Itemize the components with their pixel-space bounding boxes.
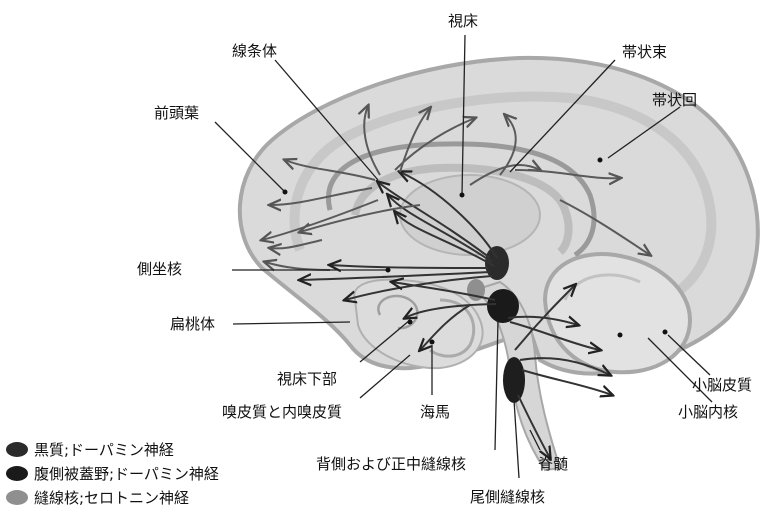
label-hippocampus: 海馬 [420, 403, 450, 421]
legend-swatch-black [6, 466, 28, 481]
label-spinal-cord: 脊髄 [538, 455, 568, 473]
legend-item-raphe: 縫線核;セロトニン神経 [6, 487, 189, 507]
label-amygdala: 扁桃体 [170, 315, 215, 333]
label-dorsal-median-raphe: 背側および正中縫線核 [316, 455, 466, 473]
legend-swatch-dark [6, 442, 28, 457]
legend-label: 縫線核;セロトニン神経 [34, 487, 189, 508]
label-striatum: 線条体 [232, 42, 277, 60]
caudal-raphe-nucleus [503, 357, 525, 403]
label-olfactory-entorhinal: 嗅皮質と内嗅皮質 [222, 403, 342, 421]
label-caudal-raphe: 尾側縫線核 [470, 488, 545, 506]
label-thalamus: 視床 [448, 12, 478, 30]
label-cingulum: 帯状束 [622, 43, 667, 61]
label-cingulate-gyrus: 帯状回 [652, 91, 697, 109]
legend-label: 黒質;ドーパミン神経 [34, 439, 174, 460]
legend-item-substantia-nigra: 黒質;ドーパミン神経 [6, 439, 174, 459]
label-prefrontal: 前頭葉 [154, 104, 199, 122]
label-nucleus-accumbens: 側坐核 [137, 260, 182, 278]
legend-label: 腹側被蓋野;ドーパミン神経 [34, 463, 219, 484]
label-hypothalamus: 視床下部 [277, 370, 337, 388]
legend-item-vta: 腹側被蓋野;ドーパミン神経 [6, 463, 219, 483]
label-cerebellar-nuclei: 小脳内核 [678, 403, 738, 421]
legend-swatch-grey [6, 490, 28, 505]
label-cerebellar-cortex: 小脳皮質 [692, 376, 752, 394]
